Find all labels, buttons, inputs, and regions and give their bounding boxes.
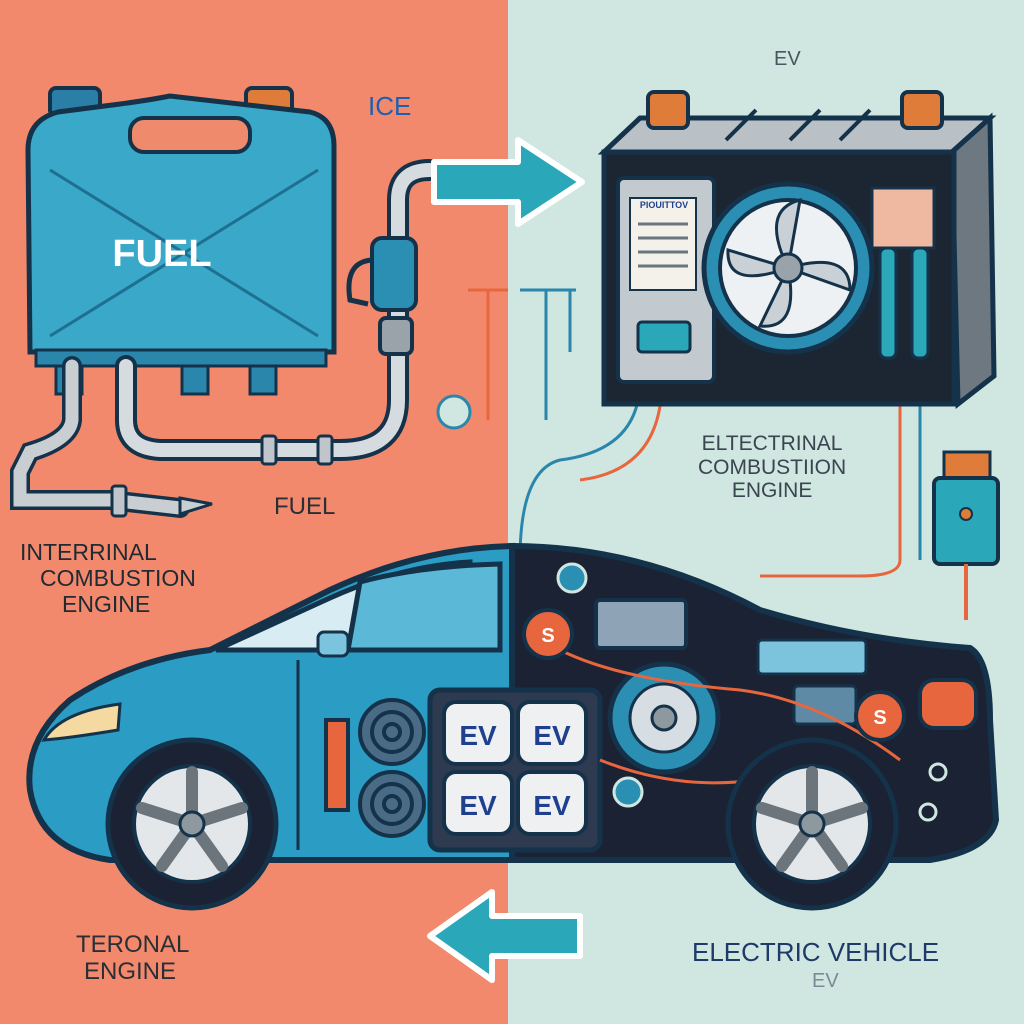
fuel-can-icon: [25, 86, 337, 396]
battery-pack-icon: [597, 90, 997, 410]
controller-sticker-label: PIOUITTOV: [640, 200, 688, 210]
ice-title: ICE: [368, 91, 412, 121]
fuel-nozzle-icon: [346, 236, 418, 356]
ev-title: EV: [774, 48, 801, 70]
ev-block-line: ENGINE: [731, 479, 813, 503]
ice-block-line: ENGINE: [62, 590, 151, 617]
circuit-badge: S: [522, 608, 574, 660]
battery-cell-label: EV: [533, 790, 571, 821]
battery-cell: EV: [516, 700, 588, 766]
ev-block-line: ELTECTRINAL: [701, 432, 843, 455]
circuit-badge: S: [854, 690, 906, 742]
fuel-pipe: [10, 159, 441, 518]
arrow-left-icon: [427, 889, 583, 983]
circuit-badge-text: S: [541, 625, 554, 647]
cooling-fan-icon: [701, 181, 875, 355]
arrow-right-icon: [431, 137, 585, 227]
electric-vehicle-sublabel: EV: [812, 970, 839, 992]
bottom-left-label: TERONAL ENGINE: [76, 931, 190, 986]
wheel-icon: [105, 737, 279, 911]
battery-cell-label: EV: [459, 720, 497, 751]
ev-block-line: COMBUSTIION: [698, 455, 847, 479]
engine-coils: [324, 698, 426, 838]
wheel-icon: [725, 737, 899, 911]
battery-cell-label: EV: [533, 720, 571, 751]
electric-vehicle-label: ELECTRIC VEHICLE: [692, 937, 940, 967]
battery-cell-label: EV: [459, 790, 497, 821]
battery-cell: EV: [442, 700, 514, 766]
charger-plug-icon: [932, 450, 1000, 620]
ev-components: [556, 562, 948, 822]
ice-block-line: COMBUSTION: [40, 564, 196, 591]
fuel-nozzle-label: FUEL: [274, 493, 336, 520]
bottom-left-line: TERONAL: [76, 931, 190, 958]
battery-cell: EV: [442, 770, 514, 836]
bottom-left-line: ENGINE: [84, 957, 177, 985]
ice-block-label: INTERRINAL COMBUSTION ENGINE: [20, 539, 196, 617]
ev-block-label: ELTECTRINAL COMBUSTIION ENGINE: [698, 432, 846, 503]
circuit-badge-text: S: [873, 707, 886, 729]
ice-block-line: INTERRINAL: [20, 539, 157, 565]
fuel-can-label: FUEL: [112, 233, 211, 275]
battery-cell: EV: [516, 770, 588, 836]
